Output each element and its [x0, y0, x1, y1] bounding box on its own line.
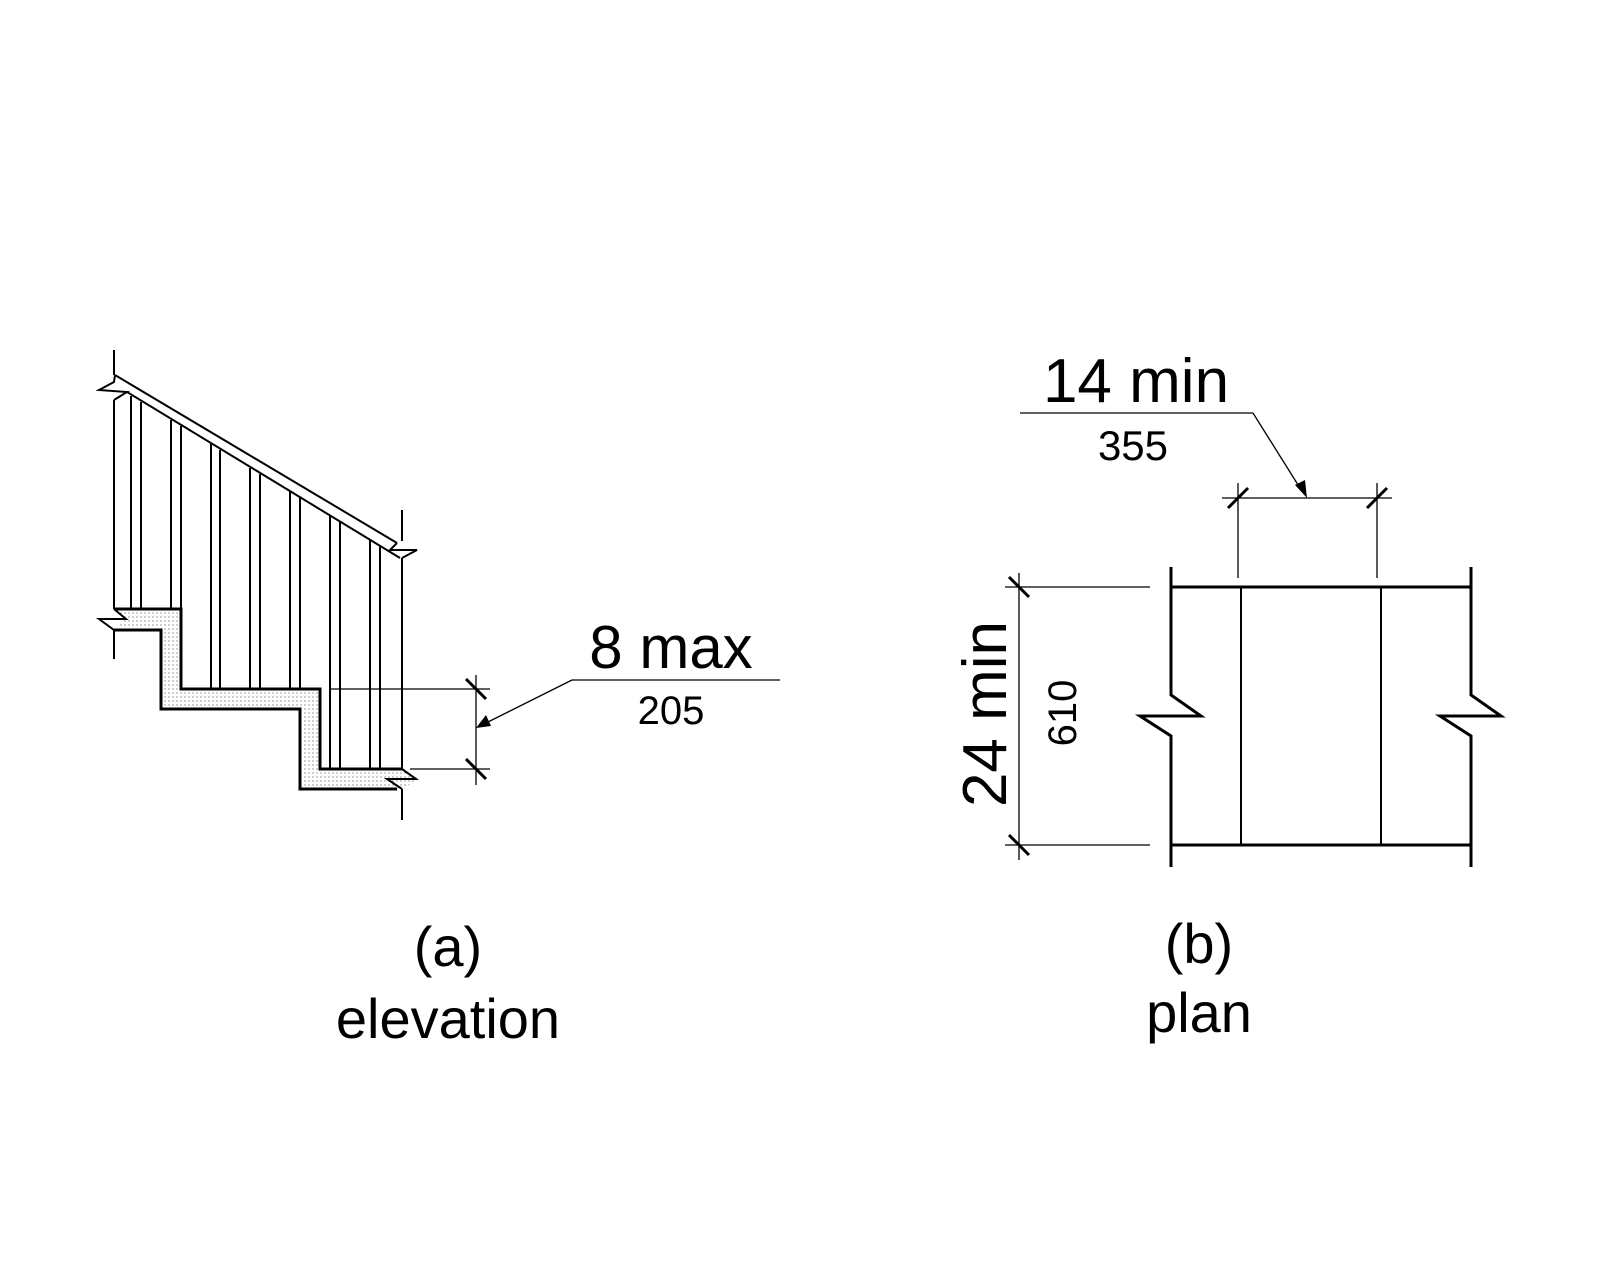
break-symbol [383, 768, 420, 790]
balusters [130, 396, 381, 769]
right-side-break-line [1434, 567, 1506, 867]
break-symbol [95, 608, 129, 631]
elevation-caption: elevation [336, 987, 560, 1050]
tread-width-metric: 355 [1098, 422, 1168, 469]
handrail-bottom [126, 391, 401, 559]
stair-width-metric: 610 [1041, 680, 1085, 747]
plan-view: 14 min 355 24 min 610 (b) plan [951, 347, 1506, 1044]
riser-dimension-imperial: 8 max [589, 614, 752, 681]
break-symbol [95, 374, 131, 401]
tread-width-imperial: 14 min [1043, 347, 1229, 416]
left-side-break-line [1134, 567, 1206, 867]
elevation-letter: (a) [414, 915, 482, 978]
stair-section [114, 609, 420, 789]
riser-dimension [330, 675, 780, 785]
riser-dimension-metric: 205 [638, 689, 705, 733]
width-dimension [1005, 573, 1150, 860]
stair-underside-profile [114, 628, 397, 791]
plan-caption: plan [1146, 981, 1252, 1044]
stair-width-imperial: 24 min [951, 621, 1020, 807]
handrail-top [114, 374, 398, 544]
tread-depth-dimension [1020, 412, 1392, 578]
break-symbol [387, 542, 418, 559]
elevation-view: 8 max 205 (a) elevation [95, 350, 780, 1050]
plan-letter: (b) [1165, 912, 1233, 975]
